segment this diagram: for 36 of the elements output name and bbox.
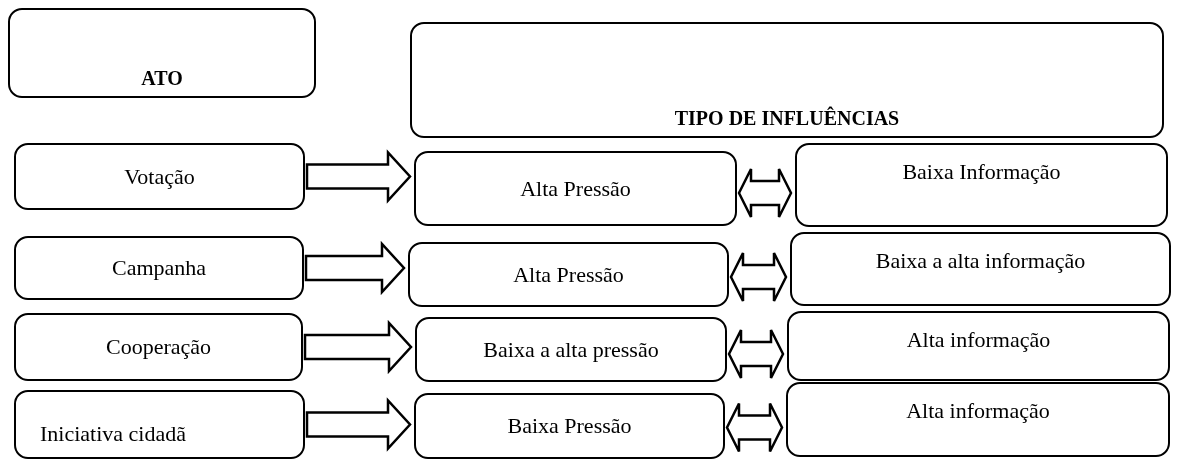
text-box [14, 236, 304, 300]
label: Alta informação [906, 398, 1050, 424]
text-box [415, 317, 727, 382]
text-box [790, 232, 1171, 306]
block-arrow [305, 149, 412, 204]
text-box [14, 143, 305, 210]
double-block-arrow [737, 167, 793, 219]
block-arrow [303, 319, 413, 375]
label: Baixa Pressão [507, 413, 632, 439]
double-block-arrow [729, 251, 788, 303]
label: Votação [124, 163, 195, 190]
double-block-arrow [725, 402, 784, 453]
heading-box [410, 22, 1164, 138]
heading: TIPO DE INFLUÊNCIAS [674, 107, 900, 130]
label: Cooperação [105, 334, 212, 360]
heading: ATO [141, 67, 183, 90]
block-arrow [304, 240, 406, 296]
label: Iniciativa cidadã [40, 421, 186, 447]
text-box [787, 311, 1170, 381]
text-box [14, 313, 303, 381]
label: Alta Pressão [520, 175, 631, 202]
text-box [795, 143, 1168, 227]
double-block-arrow [727, 328, 785, 380]
label: Alta informação [906, 327, 1051, 353]
text-box [414, 393, 725, 459]
block-arrow [305, 397, 412, 452]
label: Campanha [111, 255, 207, 281]
label: Baixa a alta informação [875, 248, 1086, 274]
label: Alta Pressão [513, 261, 624, 288]
heading-box [8, 8, 316, 98]
text-box [14, 390, 305, 459]
text-box [408, 242, 729, 307]
text-box [786, 382, 1170, 457]
text-box [414, 151, 737, 226]
label: Baixa Informação [902, 159, 1061, 185]
label: Baixa a alta pressão [483, 336, 659, 363]
